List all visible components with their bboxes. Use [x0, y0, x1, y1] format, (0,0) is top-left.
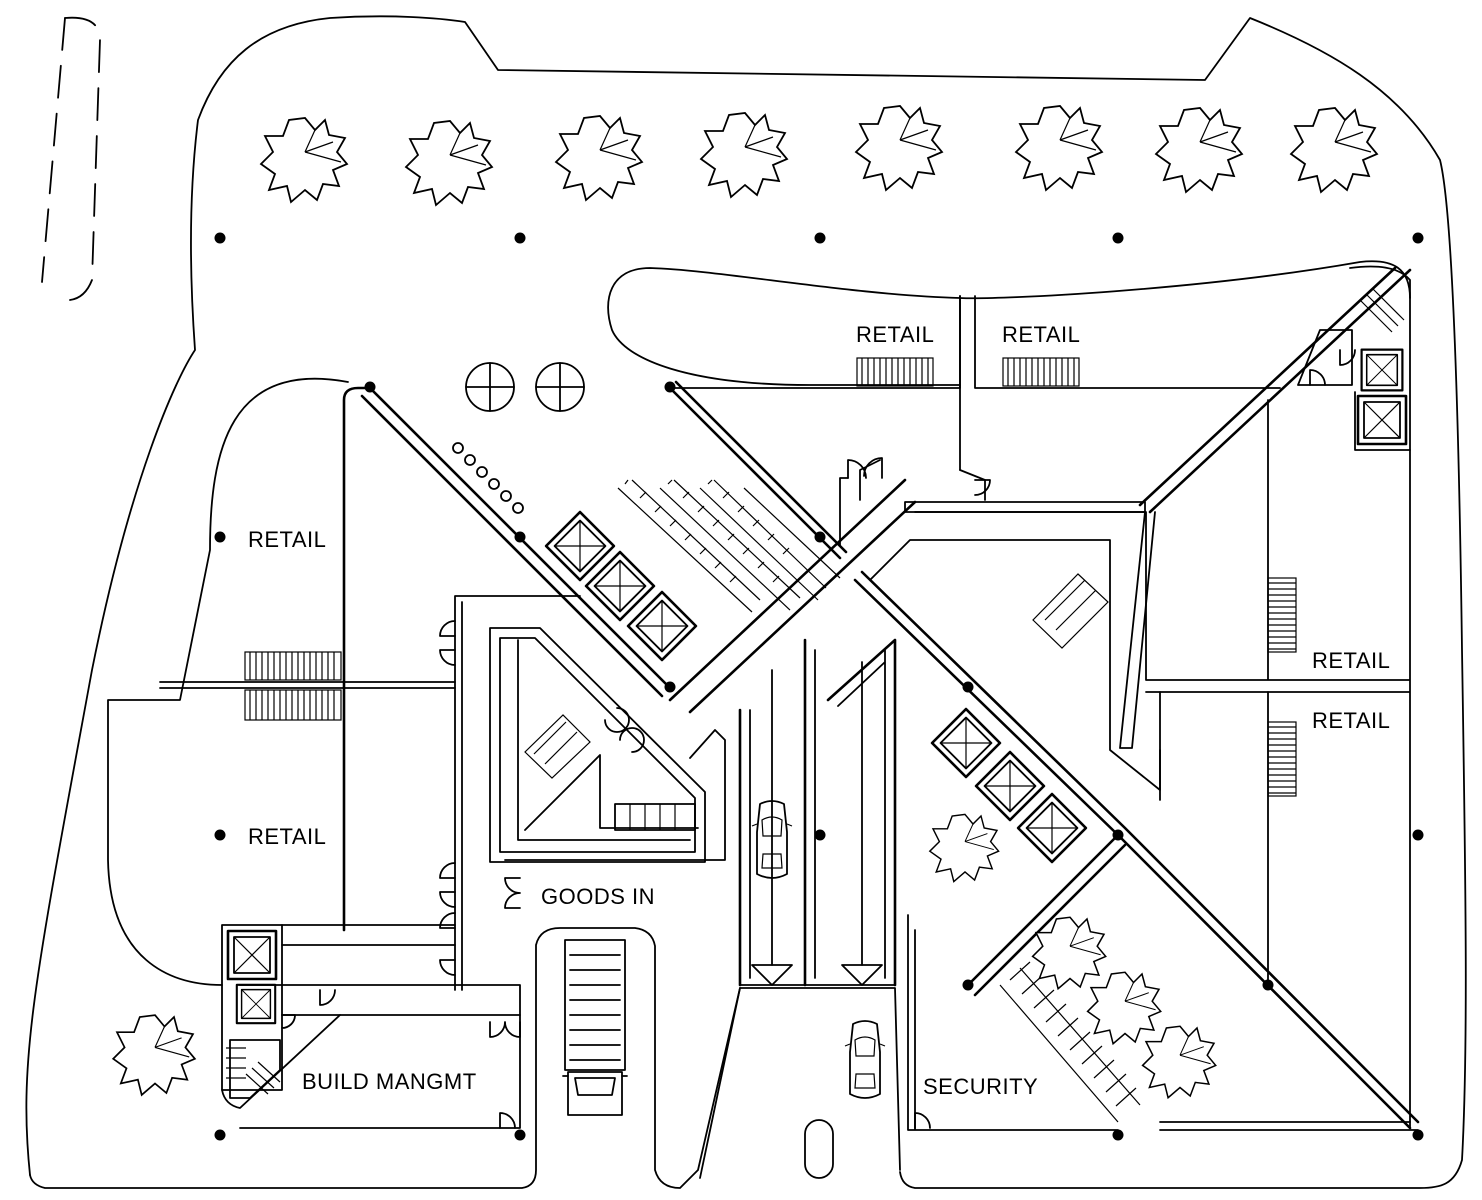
label-build-mangmt: BUILD MANGMT: [302, 1069, 477, 1094]
label-goods-in: GOODS IN: [541, 884, 655, 909]
label-retail-east-upper: RETAIL: [1312, 648, 1390, 673]
entrance-hatch: [244, 357, 1297, 797]
site-boundary: [25, 15, 1467, 1189]
label-retail-top-left: RETAIL: [856, 322, 934, 347]
stair-icon: [617, 479, 841, 613]
planter-circle: [452, 362, 834, 1179]
truck-icon: [562, 939, 628, 1116]
label-retail-west-lower: RETAIL: [248, 824, 326, 849]
tree-icon: [112, 105, 1378, 1099]
column-dot-icon: [214, 232, 1424, 1141]
lift-icon: [226, 348, 1408, 1025]
label-security: SECURITY: [923, 1074, 1038, 1099]
label-retail-east-lower: RETAIL: [1312, 708, 1390, 733]
stair-icon: [226, 287, 1405, 1123]
label-retail-top-right: RETAIL: [1002, 322, 1080, 347]
door-swing-icon: [281, 349, 1356, 1129]
label-retail-west-upper: RETAIL: [248, 527, 326, 552]
